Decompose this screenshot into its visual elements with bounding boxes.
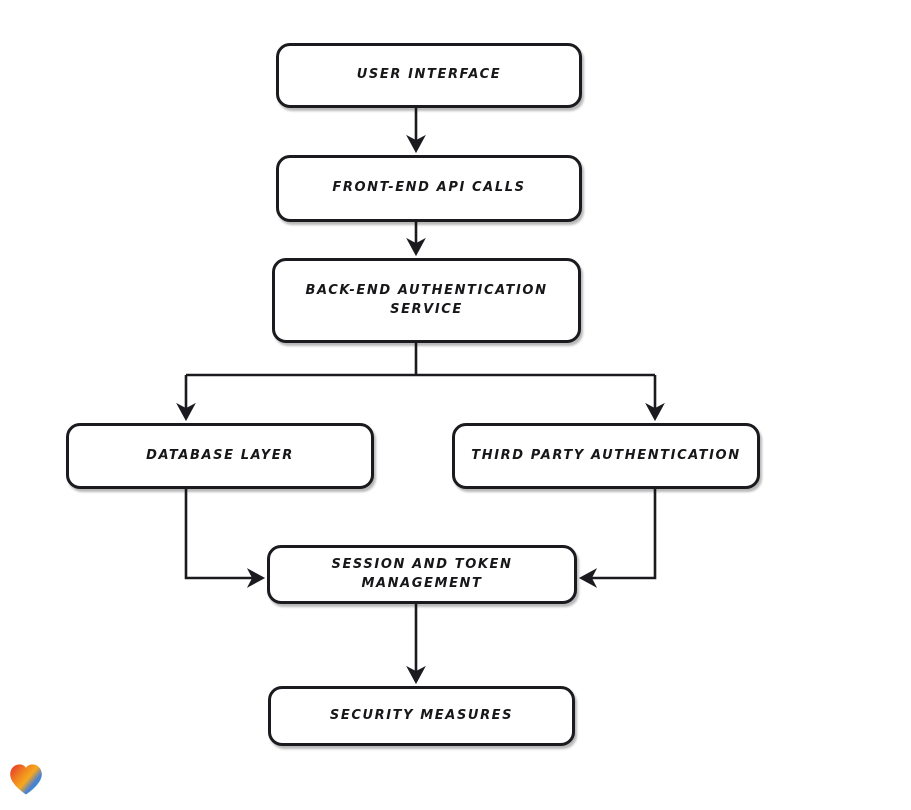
node-label: Front-end API Calls [332,180,526,196]
node-security-measures[interactable]: Security Measures [268,686,575,746]
node-label: User Interface [356,67,502,83]
node-label: Third Party Authentication [471,447,741,463]
node-frontend-api-calls[interactable]: Front-end API Calls [276,155,582,222]
node-database-layer[interactable]: Database Layer [66,423,374,489]
node-backend-authentication-service[interactable]: Back-end Authentication Service [272,258,581,343]
edge-thirdparty-to-session [578,489,657,588]
node-session-and-token-management[interactable]: Session and Token Management [267,545,577,604]
node-label: Session and Token Management [331,556,513,591]
node-label: Database Layer [146,447,294,463]
node-user-interface[interactable]: User Interface [276,43,582,108]
node-label: Back-end Authentication Service [305,282,548,317]
heart-icon [10,764,42,795]
node-third-party-authentication[interactable]: Third Party Authentication [452,423,760,489]
node-label: Security Measures [329,707,514,723]
edge-database-to-session [184,489,266,588]
